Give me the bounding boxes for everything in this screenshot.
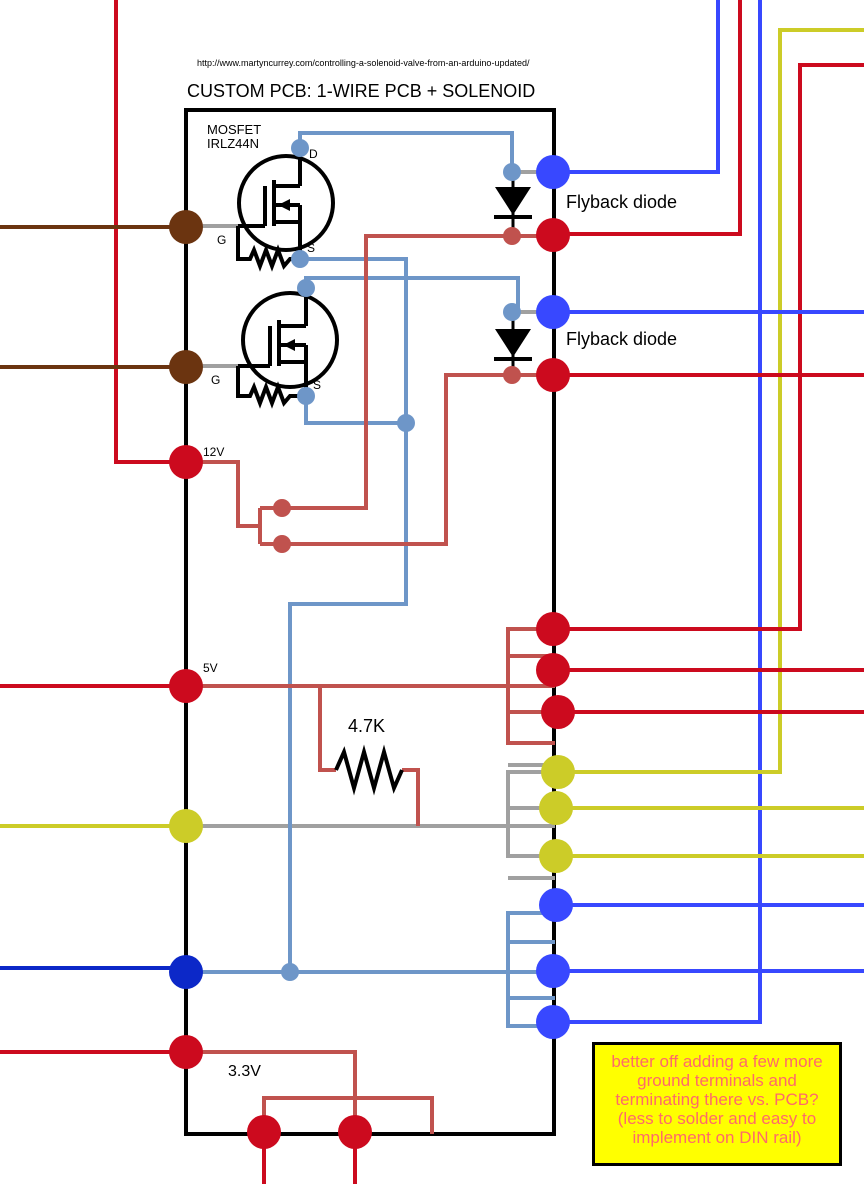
trace-data-fan [506, 770, 555, 858]
mosfet1-source-label: S [307, 241, 315, 255]
pad-diode1-top [503, 163, 521, 181]
mosfet-label-line2: IRLZ44N [207, 136, 259, 151]
trace-3v3 [186, 1050, 357, 1132]
terminal-gnd [169, 955, 203, 989]
trace-drain2 [304, 276, 520, 312]
trace-12v-sol2 [282, 373, 512, 546]
terminal-gnd-out-1 [539, 888, 573, 922]
wire-red-long [555, 63, 864, 631]
wire-yellow-long [555, 28, 864, 774]
terminal-sol1-pos [536, 218, 570, 252]
terminal-sol1-neg [536, 155, 570, 189]
terminal-5v-out-1 [536, 612, 570, 646]
pcb-outline [184, 108, 556, 1136]
flyback-label-2: Flyback diode [566, 329, 677, 349]
trace-pullup [318, 686, 336, 772]
pad-drain1 [291, 139, 309, 157]
trace-12v-sol1 [282, 234, 512, 510]
mosfet1-gate-label: G [217, 233, 226, 247]
terminals [169, 155, 575, 1149]
wire-solenoid1-pos [555, 0, 742, 236]
mosfet-2 [236, 288, 339, 409]
terminal-sol2-pos [536, 358, 570, 392]
terminal-12v [169, 445, 203, 479]
pad-drain2 [297, 279, 315, 297]
trace-drain1 [298, 131, 514, 172]
terminal-5v-out-3 [541, 695, 575, 729]
terminal-5v-out-2 [536, 653, 570, 687]
terminal-gate2 [169, 350, 203, 384]
trace-source1 [288, 257, 408, 972]
source-url: http://www.martyncurrey.com/controlling-… [197, 58, 530, 68]
resistor-label: 4.7K [348, 716, 385, 736]
terminal-gnd-out-2 [536, 954, 570, 988]
wire-12v-in [114, 0, 186, 464]
pad-source2 [297, 387, 315, 405]
trace-pullup-b [402, 768, 420, 826]
pullup-resistor-symbol [334, 744, 404, 796]
pad-source1 [291, 250, 309, 268]
diagram-title: CUSTOM PCB: 1-WIRE PCB + SOLENOID [187, 81, 535, 101]
terminal-3v3-out-1 [247, 1115, 281, 1149]
terminal-3v3-out-2 [338, 1115, 372, 1149]
terminal-data-out-2 [539, 791, 573, 825]
terminal-3v3 [169, 1035, 203, 1069]
flyback-label-1: Flyback diode [566, 192, 677, 212]
terminal-data [169, 809, 203, 843]
terminal-gate1 [169, 210, 203, 244]
pad-12v-b [273, 535, 291, 553]
trace-source2 [304, 396, 406, 425]
flyback-diode-2 [494, 312, 532, 375]
rail-5v-label: 5V [203, 661, 218, 675]
mosfet2-source-label: S [313, 378, 321, 392]
pad-gnd-join [281, 963, 299, 981]
pad-diode2-bottom [503, 366, 521, 384]
trace-5v-fan [506, 627, 555, 745]
mosfet-label-line1: MOSFET [207, 122, 261, 137]
small-pads [273, 139, 521, 981]
terminal-data-out-1 [541, 755, 575, 789]
terminal-5v [169, 669, 203, 703]
mosfet1-drain-label: D [309, 147, 318, 161]
annotation-note: better off adding a few more ground term… [592, 1042, 842, 1166]
internal-traces [186, 131, 555, 1134]
trace-12v [186, 460, 260, 528]
flyback-diode-1 [494, 172, 532, 236]
terminal-data-out-3 [539, 839, 573, 873]
rail-3v3-label: 3.3V [228, 1063, 261, 1080]
trace-gnd-fan [506, 911, 555, 1028]
pad-source-join [397, 414, 415, 432]
rail-12v-label: 12V [203, 445, 224, 459]
wire-solenoid1-neg [555, 0, 720, 174]
terminal-gnd-out-3 [536, 1005, 570, 1039]
wire-gnd-long [555, 0, 762, 1024]
mosfet-1 [236, 148, 335, 272]
pad-diode1-bottom [503, 227, 521, 245]
pad-12v-a [273, 499, 291, 517]
pad-diode2-top [503, 303, 521, 321]
mosfet2-gate-label: G [211, 373, 220, 387]
terminal-sol2-neg [536, 295, 570, 329]
